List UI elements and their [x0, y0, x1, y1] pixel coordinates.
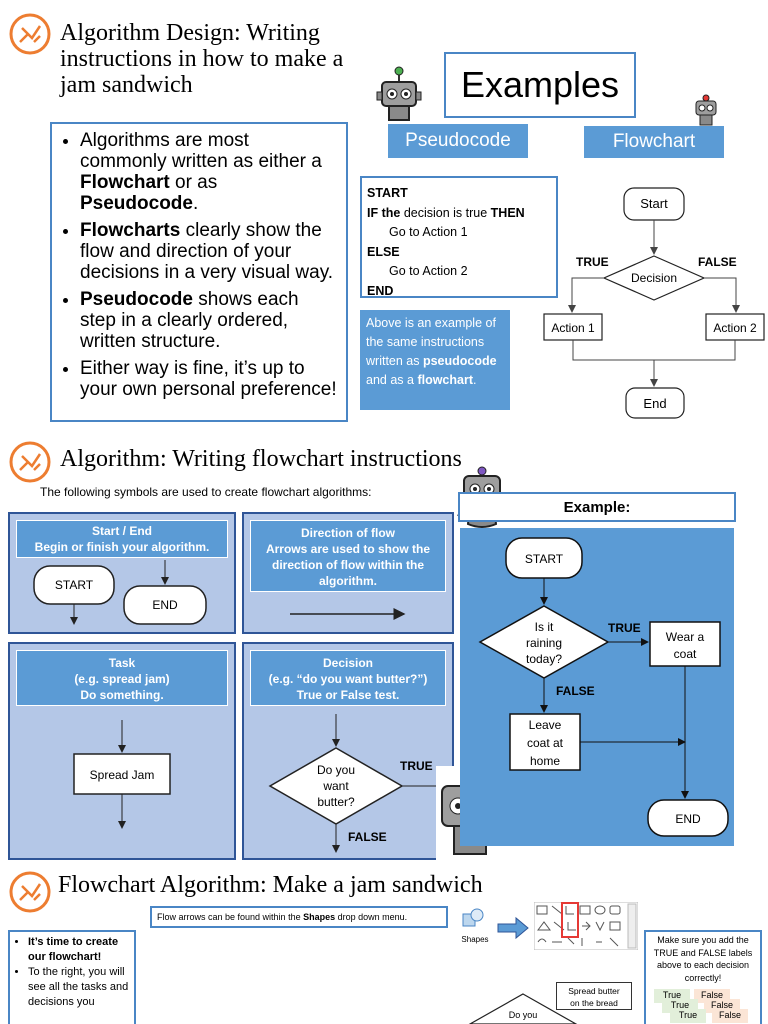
decision-true-label: TRUE [400, 759, 433, 773]
direction-arrow-icon [290, 608, 406, 620]
robot-icon [376, 66, 422, 121]
shapes-gallery[interactable] [534, 902, 638, 950]
code-line: Go to Action 1 [389, 225, 468, 239]
intro-bullet-list: Algorithms are most commonly written as … [60, 130, 338, 400]
flow-end-label: End [643, 396, 666, 411]
examples-title: Examples [444, 52, 636, 118]
section3-title: Flowchart Algorithm: Make a jam sandwich [58, 872, 483, 898]
ex-true-label: TRUE [608, 621, 641, 635]
decision-q2: want [322, 779, 349, 793]
startend-shapes: START END [33, 560, 207, 625]
example-flowchart: START Is it raining today? TRUE Wear a c… [478, 537, 729, 837]
decision-q1: Do you [317, 763, 355, 777]
arrow-right-icon [497, 916, 529, 940]
decision-false-label: FALSE [348, 830, 387, 844]
shapes-icon [462, 908, 484, 927]
design-badge-icon [9, 13, 51, 55]
task-symbol-label: Spread Jam [90, 768, 155, 782]
example-label: Example: [458, 492, 736, 522]
robot-icon [695, 94, 717, 126]
ex-start-label: START [525, 552, 564, 566]
false-label-tag[interactable]: False [712, 1009, 748, 1023]
shapes-label: Shapes [461, 935, 489, 944]
flow-decision-node [602, 255, 706, 301]
flow-decision-label: Decision [631, 271, 677, 285]
do-you-label: Do you [509, 1010, 538, 1020]
shapes-hint: Flow arrows can be found within the Shap… [150, 906, 448, 928]
instructions-box: It’s time to create our flowchart! To th… [8, 930, 136, 1024]
flow-end-node [625, 387, 685, 419]
example-note: Above is an example of the same instruct… [360, 310, 510, 410]
instruction-bullet: It’s time to create our flowchart! [28, 935, 130, 965]
flow-action1-node [543, 313, 603, 341]
ex-q1: Is it [535, 620, 554, 634]
flow-action1-label: Action 1 [551, 321, 595, 335]
ex-q2: raining [526, 636, 562, 650]
intro-bullet: Either way is fine, it’s up to your own … [80, 358, 338, 400]
example-flowchart-panel: START Is it raining today? TRUE Wear a c… [460, 528, 734, 846]
flow-action2-node [705, 313, 765, 341]
ex-leave3: home [530, 754, 560, 768]
section2-title: Algorithm: Writing flowchart instruction… [60, 446, 462, 472]
ex-coat2: coat [674, 647, 697, 661]
flow-false-label: FALSE [698, 255, 737, 269]
true-label-tag[interactable]: True [670, 1009, 706, 1023]
labels-note: Make sure you add the TRUE and FALSE lab… [644, 930, 762, 1024]
task-header: Task(e.g. spread jam)Do something. [16, 650, 228, 706]
instruction-bullet: To the right, you will see all the tasks… [28, 965, 130, 1010]
decision-shape: Do you want butter? TRUE FALSE [268, 714, 445, 853]
algorithm-intro-box: Algorithms are most commonly written as … [50, 122, 348, 422]
flowchart-label: Flowchart [584, 126, 724, 158]
ex-q3: today? [526, 652, 562, 666]
code-line: Go to Action 2 [389, 264, 468, 278]
ex-false-label: FALSE [556, 684, 595, 698]
code-line: ELSE [367, 244, 400, 259]
code-line: IF the decision is true THEN [367, 205, 525, 220]
end-symbol-label: END [152, 598, 178, 612]
true-false-labels: True False True False True False [650, 989, 756, 1023]
decision-panel: Decision(e.g. “do you want butter?”)True… [242, 642, 454, 860]
symbols-intro: The following symbols are used to create… [40, 485, 372, 499]
pseudocode-label: Pseudocode [388, 124, 528, 158]
decision-q3: butter? [317, 795, 355, 809]
flow-start-label: Start [640, 196, 668, 211]
task-panel: Task(e.g. spread jam)Do something. Sprea… [8, 642, 236, 860]
sandwich-badge-icon [9, 871, 51, 913]
ex-leave1: Leave [529, 718, 562, 732]
flow-action2-label: Action 2 [713, 321, 757, 335]
intro-bullet: Algorithms are most commonly written as … [80, 130, 338, 214]
code-line: END [367, 283, 394, 298]
intro-bullet: Flowcharts clearly show the flow and dir… [80, 220, 338, 283]
shapes-button[interactable]: Shapes [455, 906, 495, 952]
ex-coat1: Wear a [666, 630, 705, 644]
pseudocode-example: START IF the decision is true THEN Go to… [360, 176, 558, 298]
example-flowchart: Start Decision TRUE FALSE Action 1 Actio… [543, 187, 765, 419]
decision-header: Decision(e.g. “do you want butter?”)True… [250, 650, 446, 706]
section1-title: Algorithm Design: Writing instructions i… [60, 20, 344, 98]
code-line: START [367, 186, 408, 200]
task-shape: Spread Jam [73, 720, 171, 829]
ex-leave2: coat at [527, 736, 564, 750]
flowchart-badge-icon [9, 441, 51, 483]
ex-end-label: END [675, 812, 701, 826]
intro-bullet: Pseudocode shows each step in a clearly … [80, 289, 338, 352]
start-symbol-label: START [55, 578, 94, 592]
flow-true-label: TRUE [576, 255, 609, 269]
do-you-decision[interactable]: Do you [468, 990, 578, 1024]
